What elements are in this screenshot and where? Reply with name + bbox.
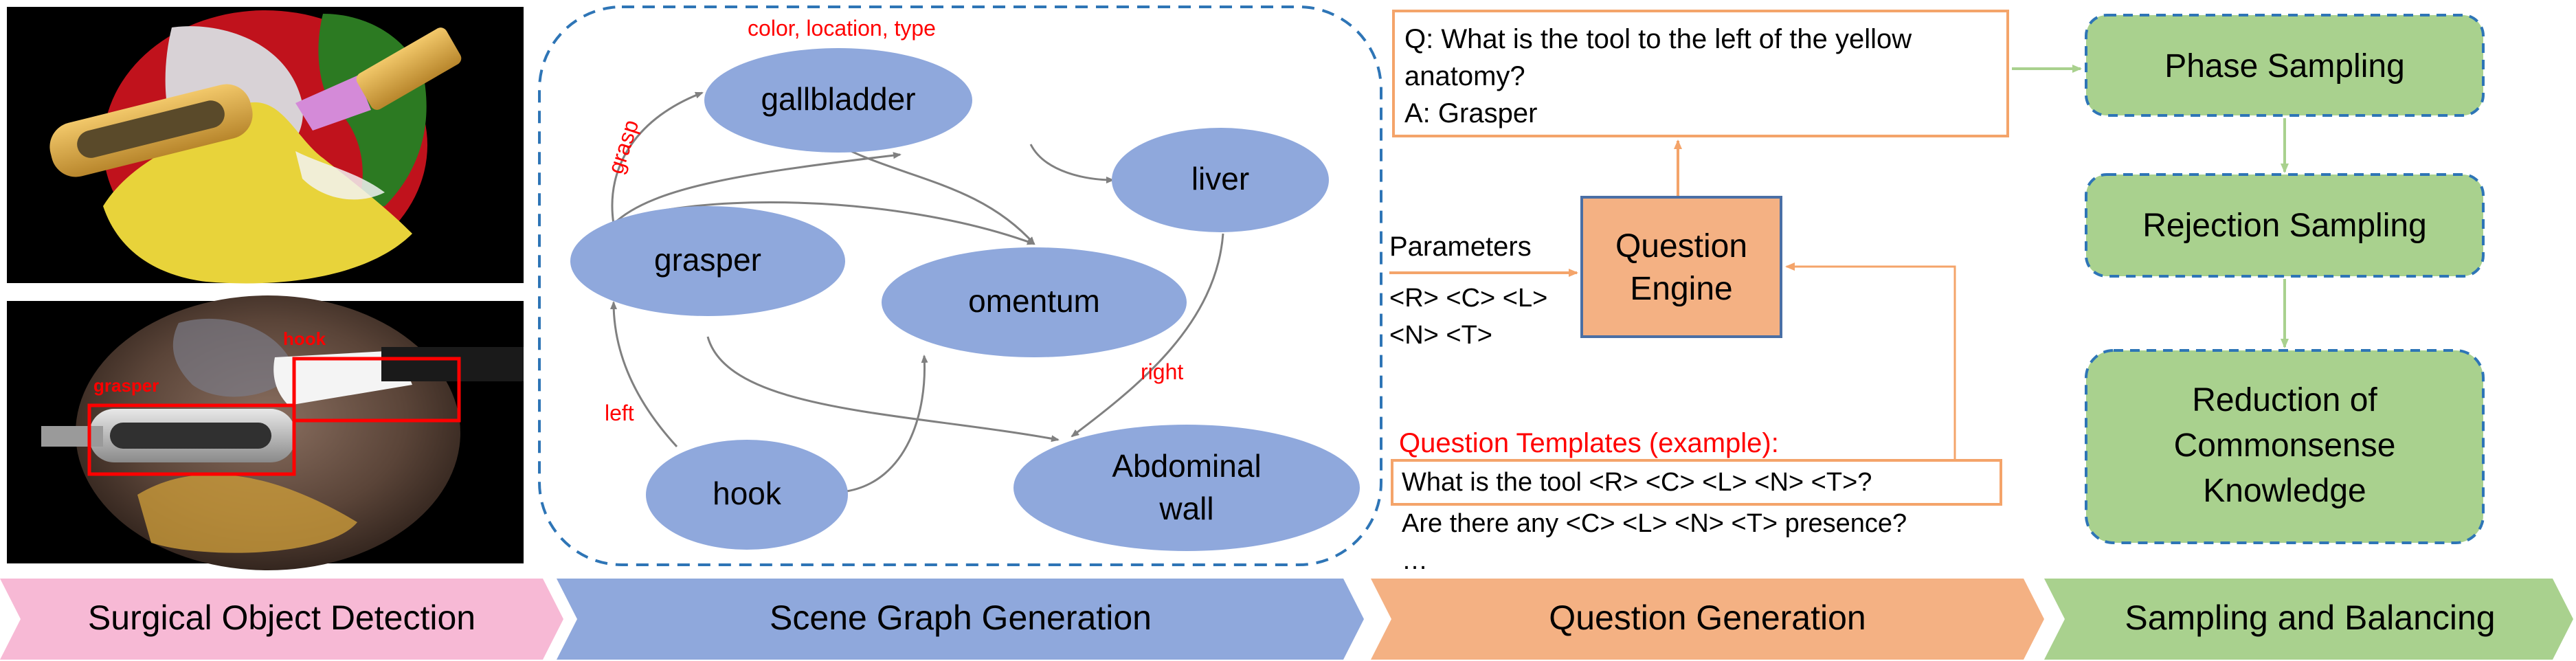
stage-label-scene-graph: Scene Graph Generation <box>770 598 1152 637</box>
edge-label-grasp: grasp <box>603 117 643 177</box>
surgical-segmentation-image <box>7 7 524 284</box>
node-grasper <box>570 206 845 316</box>
hook-box-label: hook <box>283 328 326 349</box>
stage-chevron-question-generation <box>1371 579 2044 660</box>
edge-label-left: left <box>605 401 634 425</box>
template-line-1: What is the tool <R> <C> <L> <N> <T>? <box>1402 468 1872 497</box>
template-example-box <box>1391 459 2002 506</box>
node-hook <box>646 440 848 550</box>
stage-chevron-sampling <box>2044 579 2573 660</box>
node-omentum <box>882 247 1187 357</box>
arrow-templates-to-engine <box>1785 262 1956 460</box>
node-abdominal-wall-label-2: wall <box>1158 491 1213 526</box>
stage-label-sampling: Sampling and Balancing <box>2125 598 2495 637</box>
stage-banner: Surgical Object Detection Scene Graph Ge… <box>0 579 2573 660</box>
edge-gallbladder-omentum <box>824 136 1035 245</box>
parameters-line-2: <N> <T> <box>1389 321 1492 350</box>
rejection-sampling-box <box>2085 173 2485 278</box>
stage-chevron-detection <box>0 579 563 660</box>
parameters-title: Parameters <box>1389 232 1532 262</box>
template-line-3: … <box>1402 546 1428 575</box>
node-gallbladder-label: gallbladder <box>761 81 915 117</box>
reduction-box <box>2085 349 2485 544</box>
attribute-label: color, location, type <box>748 16 936 41</box>
scene-graph-nodes: gallbladder liver grasper omentum hook A… <box>570 48 1360 551</box>
scene-graph-edges <box>610 91 1224 493</box>
stage-label-question-generation: Question Generation <box>1549 598 1866 637</box>
question-engine-box <box>1580 196 1782 338</box>
engine-label-line-2: Engine <box>1630 271 1732 307</box>
hook-bbox <box>292 357 461 423</box>
stage-label-detection: Surgical Object Detection <box>88 598 475 637</box>
templates-title: Question Templates (example): <box>1399 428 1779 458</box>
node-grasper-label: grasper <box>654 242 761 278</box>
parameters-line-1: <R> <C> <L> <box>1389 284 1547 313</box>
node-abdominal-wall-label-1: Abdominal <box>1112 448 1261 484</box>
surgical-bbox-image: hook grasper <box>7 295 524 570</box>
node-liver-label: liver <box>1191 161 1249 197</box>
qa-question-line-1: Q: What is the tool to the left of the y… <box>1404 24 1912 54</box>
grasper-box-label: grasper <box>93 375 159 396</box>
qa-example-box <box>1392 10 2009 137</box>
node-liver <box>1112 128 1329 232</box>
reduction-label-line-1: Reduction of <box>2192 382 2377 418</box>
edge-label-right: right <box>1141 359 1183 384</box>
edge-grasper-abdominalwall <box>706 336 1060 442</box>
grasper-bbox <box>87 403 296 476</box>
engine-label-line-1: Question <box>1615 228 1747 265</box>
edge-hook-grasper <box>610 301 678 448</box>
node-abdominal-wall <box>1013 425 1360 551</box>
edge-hook-omentum <box>846 355 928 493</box>
phase-sampling-box <box>2085 14 2485 117</box>
qa-answer-line: A: Grasper <box>1404 98 1537 128</box>
edge-grasper-gallbladder <box>611 91 704 225</box>
rejection-sampling-label: Rejection Sampling <box>2142 208 2427 244</box>
node-omentum-label: omentum <box>968 283 1100 319</box>
stage-chevron-scene-graph <box>557 579 1364 660</box>
edge-gallbladder-liver <box>1029 144 1115 183</box>
edge-grasper-gallbladder-2 <box>612 152 901 225</box>
phase-sampling-label: Phase Sampling <box>2164 48 2405 85</box>
node-hook-label: hook <box>713 475 782 511</box>
qa-question-line-2: anatomy? <box>1404 61 1525 91</box>
node-gallbladder <box>704 48 972 153</box>
scene-graph-border <box>538 5 1382 566</box>
reduction-label-line-3: Knowledge <box>2203 473 2366 509</box>
template-line-2: Are there any <C> <L> <N> <T> presence? <box>1402 509 1907 538</box>
edge-liver-abdominalwall <box>1071 233 1224 438</box>
reduction-label-line-2: Commonsense <box>2174 427 2396 464</box>
